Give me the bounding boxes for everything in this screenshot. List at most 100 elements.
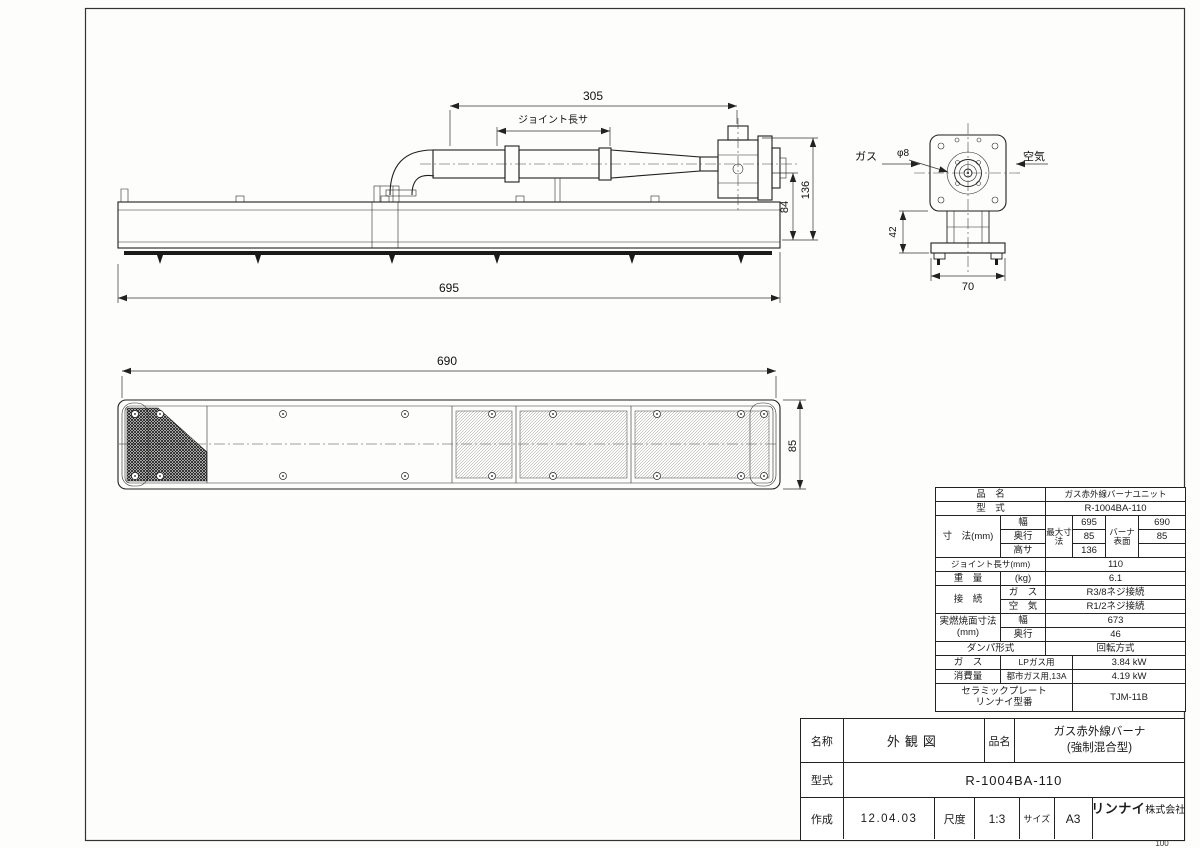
spec-burning-area-label: 実燃焼面寸法 (mm) [935,613,1001,642]
connector-base [930,242,1006,265]
dim-84: 84 [772,172,818,241]
spec-city-gas-label: 都市ガス用,13A [999,669,1074,684]
spec-burning-area-unit: (mm) [956,626,980,638]
spec-max-dims-label: 最大寸法 [1045,515,1074,558]
mixing-tube [373,145,800,203]
spec-height-label: 高サ [999,543,1047,558]
spec-burning-width-value: 673 [1045,613,1187,628]
drawing-name-value: 外観図 [844,719,986,762]
face-screws [131,410,768,480]
spec-burning-width-label: 幅 [999,613,1047,628]
spec-depth-label: 奥行 [999,529,1047,544]
dim-42: 42 [888,210,929,254]
part-value-line2: (強制混合型) [1066,741,1133,754]
date-label: 作成 [801,798,844,839]
spec-max-depth: 85 [1072,529,1107,544]
scale-label: 尺度 [935,798,976,839]
spec-ceramic-label-line1: セラミックプレート [961,685,1047,697]
title-block-row-meta: 作成 12.04.03 尺度 1:3 サイズ A3 リンナイ 株式会社 [801,798,1184,839]
spec-conn-gas-value: R3/8ネジ接続 [1045,585,1187,600]
spec-model-label: 型 式 [934,501,1047,516]
spec-damper-value: 回転方式 [1045,641,1187,656]
spec-table: 品 名 ガス赤外線バーナユニット 型 式 R-1004BA-110 寸 法(mm… [934,487,1187,712]
spec-conn-gas-label: ガ ス [999,585,1047,600]
sheet-frame [84,7,1186,842]
dim-695-label: 695 [439,281,459,295]
spec-part-name-label: 品 名 [934,487,1047,502]
spec-surface-height-empty [1138,543,1187,558]
dim-joint-length: ジョイント長サ [496,114,611,146]
spec-surface-depth: 85 [1138,529,1187,544]
spec-part-name-value: ガス赤外線バーナユニット [1045,487,1187,502]
spec-surface-width: 690 [1138,515,1187,530]
plan-view: 690 [117,354,806,490]
company-name-suffix: 株式会社 [1145,805,1185,816]
spec-city-gas-value: 4.19 kW [1072,669,1187,684]
dim-84-label: 84 [779,201,791,213]
spec-max-width: 695 [1072,515,1107,530]
model-value: R-1004BA-110 [965,772,1063,788]
spec-dims-label: 寸 法(mm) [935,515,1001,558]
burner-surface [124,251,772,255]
title-block: 名称 外観図 品名 ガス赤外線バーナ (強制混合型) 型式 R-1004BA-1… [800,718,1185,841]
end-view: ガス 空気 φ8 42 70 [855,123,1048,293]
dim-695: 695 [117,252,781,303]
spec-ceramic-label-line2: リンナイ型番 [975,696,1033,708]
spec-connection-label: 接 続 [935,585,1001,614]
spec-damper-label: ダンパ形式 [934,641,1047,656]
dim-phi8-label: φ8 [897,148,909,159]
connector-legs [946,211,990,243]
dim-690-label: 690 [437,354,457,368]
spec-max-height: 136 [1072,543,1107,558]
spec-conn-air-value: R1/2ネジ接続 [1045,599,1187,614]
part-value-line1: ガス赤外線バーナ [1053,725,1146,738]
spec-width-label: 幅 [999,515,1047,530]
connector-flange [914,123,1022,272]
spec-lp-gas-value: 3.84 kW [1072,655,1187,670]
size-value: A3 [1055,798,1093,839]
spec-joint-label: ジョイント長サ(mm) [934,557,1047,572]
dim-70: 70 [930,258,1006,293]
part-label: 品名 [985,719,1015,762]
company-name-main: リンナイ [1092,801,1146,816]
side-elevation-view: 305 ジョイント長サ 84 136 695 [117,89,818,303]
spec-joint-value: 110 [1045,557,1187,572]
scale-value: 1:3 [975,798,1020,839]
spec-ceramic-label: セラミックプレート リンナイ型番 [934,683,1074,712]
air-inlet-arrow: 空気 [1016,149,1048,168]
size-label: サイズ [1020,798,1055,839]
date-value: 12.04.03 [844,798,936,839]
dim-305: 305 [449,89,738,146]
spec-ceramic-value: TJM-11B [1072,683,1187,712]
spec-surface-label: バーナ表面 [1105,515,1140,558]
dim-phi8: φ8 [897,148,949,173]
dim-305-label: 305 [583,89,603,103]
title-block-row-model: 型式 R-1004BA-110 [801,763,1184,798]
ceramic-plate-hatched [126,407,208,482]
dim-85: 85 [783,399,806,490]
dim-690: 690 [121,354,777,398]
spec-consumption-label: 消費量 [935,669,1001,684]
spec-burning-depth-value: 46 [1045,627,1187,642]
spec-lp-gas-label: LPガス用 [999,655,1074,670]
dim-136: 136 [762,137,818,240]
spec-consumption-gas-label: ガ ス [935,655,1001,670]
damper-connector [717,118,787,212]
gas-inlet-label: ガス [855,150,877,163]
gas-inlet-arrow: ガス [855,150,920,168]
title-block-row-name: 名称 外観図 品名 ガス赤外線バーナ (強制混合型) [801,719,1184,763]
part-value: ガス赤外線バーナ (強制混合型) [1015,719,1184,762]
air-inlet-label: 空気 [1023,149,1045,163]
dim-136-label: 136 [800,181,812,199]
name-label: 名称 [801,719,844,762]
dim-42-label: 42 [888,226,899,238]
company-name: リンナイ 株式会社 [1093,798,1185,839]
page-number: 100 [1155,839,1169,848]
dim-85-label: 85 [787,440,799,452]
mounting-feet [157,255,744,264]
model-label: 型式 [801,763,844,797]
spec-burning-area-label-line1: 実燃焼面寸法 [939,615,997,627]
ceramic-plates-fine [455,410,770,479]
dim-70-label: 70 [962,281,974,293]
